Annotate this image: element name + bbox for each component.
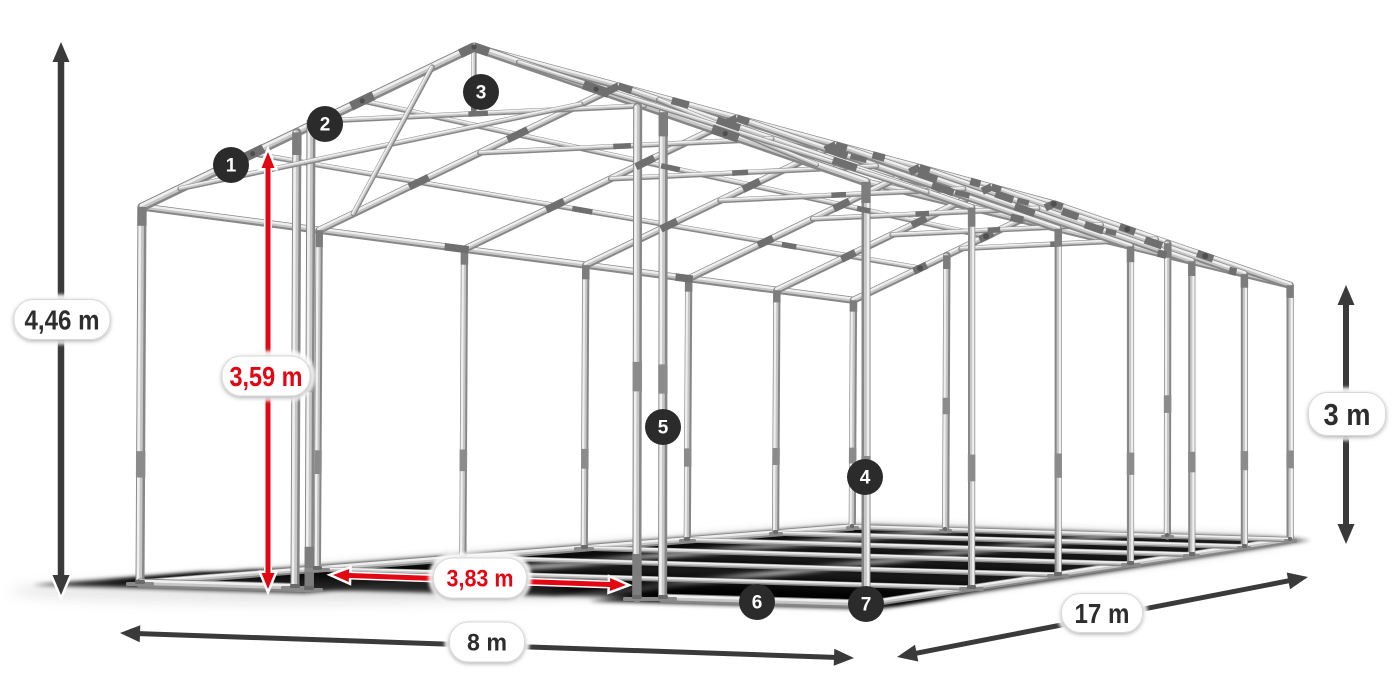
svg-text:2: 2 [320,115,331,136]
svg-text:4,46 m: 4,46 m [25,305,100,336]
svg-text:7: 7 [861,595,872,616]
svg-text:4: 4 [860,468,871,489]
svg-text:6: 6 [752,593,763,614]
svg-text:17 m: 17 m [1075,598,1130,629]
svg-text:3: 3 [476,83,487,104]
svg-text:5: 5 [658,418,669,439]
svg-text:3,59 m: 3,59 m [230,361,303,392]
svg-text:3,83 m: 3,83 m [447,566,514,593]
svg-text:1: 1 [226,156,237,177]
svg-text:3 m: 3 m [1324,397,1371,432]
svg-text:8 m: 8 m [467,630,507,657]
